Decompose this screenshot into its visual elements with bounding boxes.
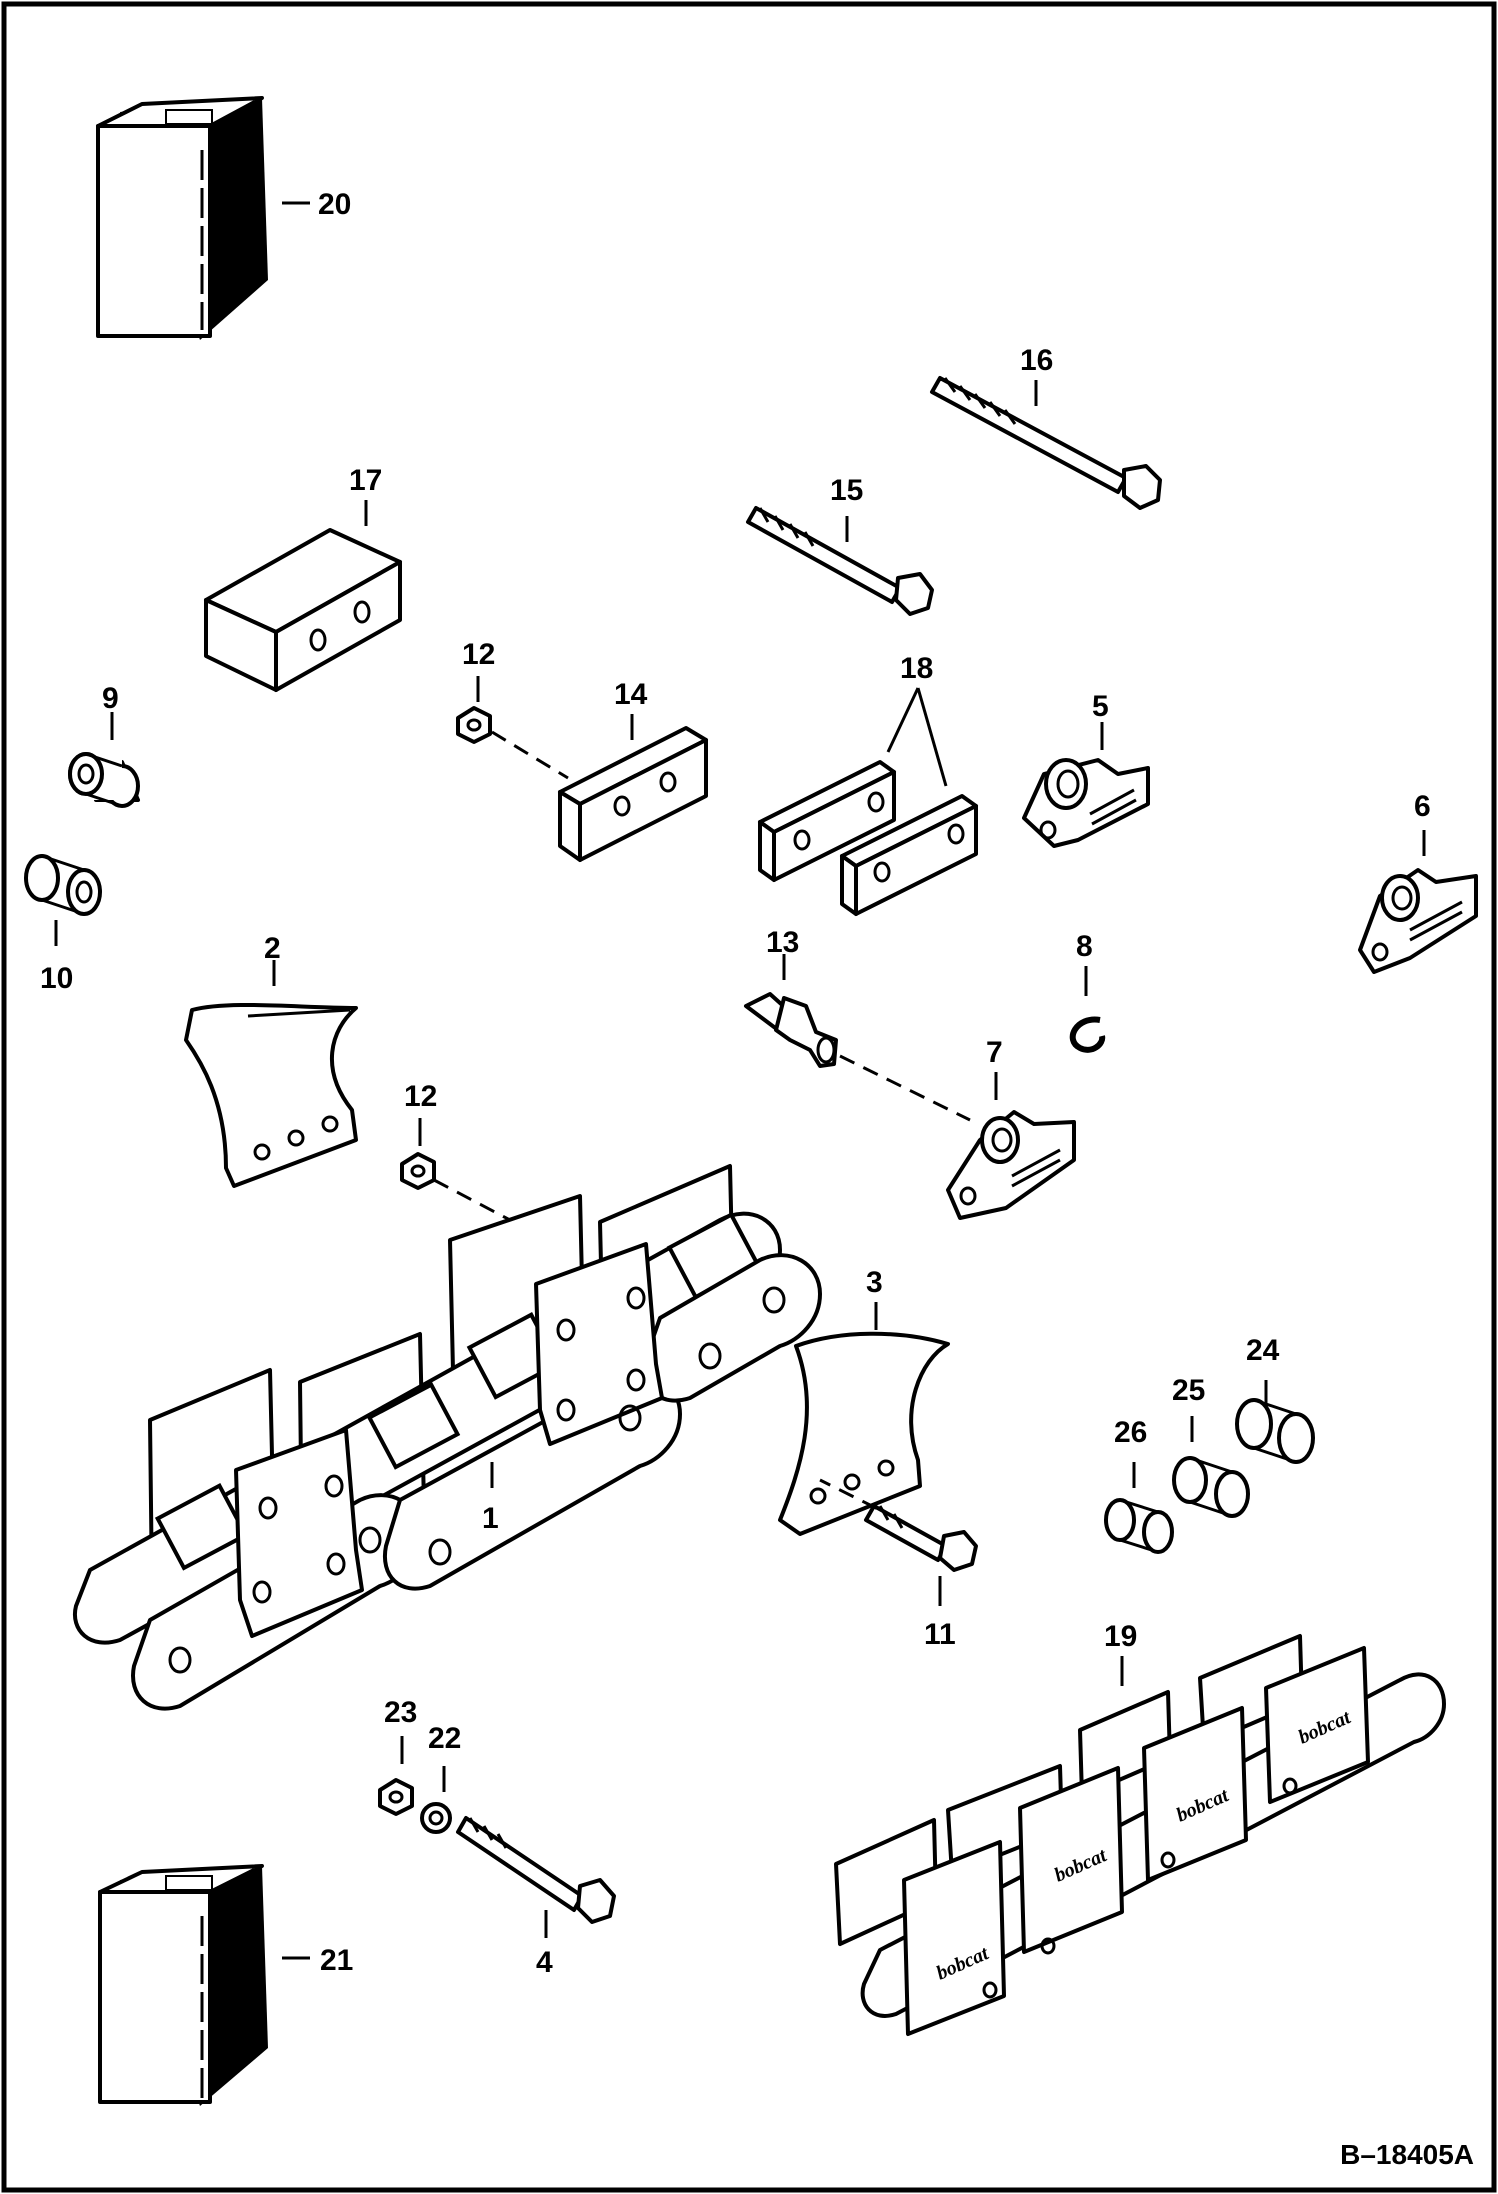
part-4-bolt <box>456 1816 616 1924</box>
callout-20: 20 <box>318 188 351 221</box>
callout-13: 13 <box>766 926 799 959</box>
part-20-box <box>96 96 268 340</box>
callout-24: 24 <box>1246 1334 1280 1367</box>
callout-14: 14 <box>614 678 648 711</box>
callout-2: 2 <box>264 932 281 965</box>
part-3-tooth <box>778 1331 950 1536</box>
part-12-nut-lower <box>400 1152 436 1190</box>
callout-12-lower: 12 <box>404 1080 437 1113</box>
callout-5: 5 <box>1092 690 1109 723</box>
part-13-pick <box>744 992 838 1068</box>
part-7-bracket <box>946 1110 1076 1220</box>
callout-6: 6 <box>1414 790 1431 823</box>
callout-16: 16 <box>1020 344 1053 377</box>
part-8-clip <box>1069 1016 1106 1053</box>
callout-26: 26 <box>1114 1416 1147 1449</box>
part-22-washer <box>420 1802 452 1834</box>
callout-23: 23 <box>384 1696 417 1729</box>
part-19-chain: bobcat bobcat bobcat bobcat <box>834 1634 1446 2036</box>
callout-7: 7 <box>986 1036 1003 1069</box>
part-24-bushing <box>1235 1398 1315 1464</box>
part-15-bolt <box>746 506 934 616</box>
part-1-chain <box>72 1164 822 1711</box>
callout-15: 15 <box>830 474 863 507</box>
part-10-bushing <box>24 854 102 916</box>
part-9-bushing <box>68 752 140 808</box>
part-16-long-bolt <box>930 376 1162 510</box>
callout-22: 22 <box>428 1722 461 1755</box>
callout-11: 11 <box>924 1618 956 1651</box>
callout-3: 3 <box>866 1266 883 1299</box>
part-25-bushing <box>1172 1456 1250 1518</box>
part-17-block <box>204 528 402 692</box>
part-18-plates <box>758 760 978 916</box>
part-26-bushing <box>1104 1498 1174 1554</box>
callout-4: 4 <box>536 1946 553 1979</box>
part-23-nut <box>378 1778 414 1816</box>
callout-25: 25 <box>1172 1374 1205 1407</box>
callout-17: 17 <box>349 464 382 497</box>
callout-12-upper: 12 <box>462 638 495 671</box>
callout-19: 19 <box>1104 1620 1137 1653</box>
part-12-nut-upper <box>456 706 492 744</box>
callout-18: 18 <box>900 652 933 685</box>
callout-10: 10 <box>40 962 73 995</box>
part-6-bracket <box>1358 868 1478 974</box>
callout-9: 9 <box>102 682 119 715</box>
part-14-plate <box>558 726 708 862</box>
drawing-id: B–18405A <box>1340 2139 1474 2170</box>
part-11-bolt <box>864 1504 978 1572</box>
part-2-tooth <box>184 1002 358 1188</box>
callout-21: 21 <box>320 1944 353 1977</box>
callout-8: 8 <box>1076 930 1093 963</box>
part-21-box <box>98 1864 268 2106</box>
callout-1: 1 <box>482 1502 499 1535</box>
part-5-bracket <box>1022 758 1150 848</box>
